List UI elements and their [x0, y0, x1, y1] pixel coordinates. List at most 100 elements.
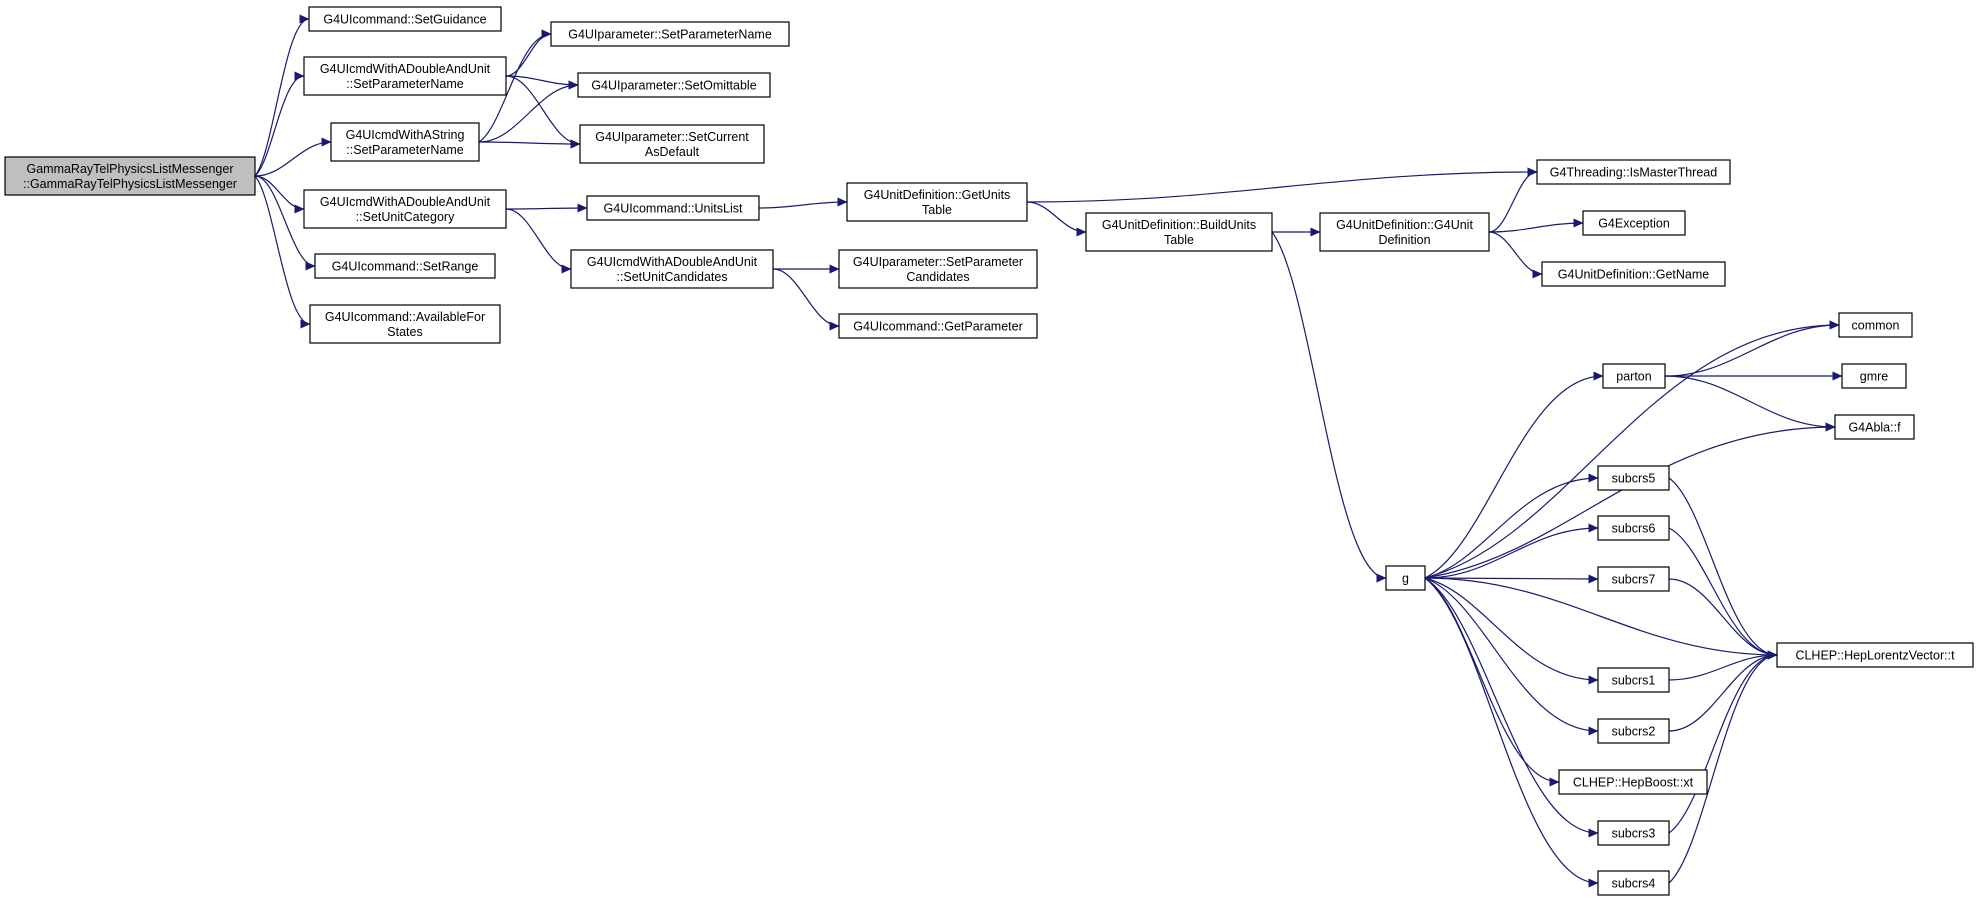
node-g4Exception[interactable]: G4Exception — [1582, 210, 1686, 236]
node-box-parton[interactable] — [1602, 363, 1666, 389]
edge-subcrs4-to-hepLorentzT — [1668, 650, 1778, 884]
node-box-subcrs7[interactable] — [1597, 566, 1670, 592]
node-box-unitsList[interactable] — [586, 195, 760, 221]
node-parton[interactable]: parton — [1602, 363, 1666, 389]
edge-root-to-setRange — [254, 175, 316, 271]
node-box-setRange[interactable] — [314, 253, 496, 279]
node-label-common-line1: common — [1852, 319, 1900, 333]
node-subcrs6[interactable]: subcrs6 — [1597, 515, 1670, 541]
node-box-availableForStates[interactable] — [309, 304, 501, 344]
node-box-dblUnitSetParamName[interactable] — [303, 56, 507, 96]
node-root[interactable]: GammaRayTelPhysicsListMessenger::GammaRa… — [4, 156, 256, 196]
node-label-ablaF-line1: G4Abla::f — [1848, 421, 1901, 435]
node-label-dblUnitSetParamName-line2: ::SetParameterName — [346, 77, 463, 91]
node-common[interactable]: common — [1838, 312, 1913, 338]
node-subcrs2[interactable]: subcrs2 — [1597, 718, 1670, 744]
node-box-subcrs1[interactable] — [1597, 667, 1670, 693]
edge-g-to-subcrs2 — [1424, 577, 1599, 736]
node-label-g4UnitDefinitionCtor-line2: Definition — [1378, 233, 1430, 247]
node-box-paramSetOmittable[interactable] — [577, 72, 771, 98]
edge-g-to-subcrs5 — [1424, 473, 1599, 579]
node-dblUnitSetParamName[interactable]: G4UIcmdWithADoubleAndUnit::SetParameterN… — [303, 56, 507, 96]
node-box-buildUnitsTable[interactable] — [1085, 212, 1273, 252]
node-box-hepLorentzT[interactable] — [1776, 642, 1974, 668]
edge-strSetParamName-to-paramSetCurrentAsDefault — [478, 139, 581, 149]
node-box-g[interactable] — [1385, 565, 1426, 591]
node-label-dblUnitSetUnitCategory-line2: ::SetUnitCategory — [356, 210, 455, 224]
node-box-paramSetParamCandidates[interactable] — [838, 249, 1038, 289]
edge-g-to-subcrs1 — [1424, 577, 1599, 685]
node-box-paramSetCurrentAsDefault[interactable] — [579, 124, 765, 164]
node-box-common[interactable] — [1838, 312, 1913, 338]
node-box-getUnitsTable[interactable] — [846, 182, 1028, 222]
node-getParameter[interactable]: G4UIcommand::GetParameter — [838, 313, 1038, 339]
node-box-strSetParamName[interactable] — [330, 122, 480, 162]
node-box-subcrs4[interactable] — [1597, 870, 1670, 896]
node-getName[interactable]: G4UnitDefinition::GetName — [1541, 261, 1726, 287]
node-box-g4Exception[interactable] — [1582, 210, 1686, 236]
node-box-isMasterThread[interactable] — [1536, 159, 1731, 185]
node-box-subcrs6[interactable] — [1597, 515, 1670, 541]
node-box-subcrs3[interactable] — [1597, 820, 1670, 846]
edge-parton-to-ablaF — [1664, 375, 1836, 432]
node-box-getParameter[interactable] — [838, 313, 1038, 339]
node-box-hepBoostXt[interactable] — [1558, 769, 1708, 795]
node-g4UnitDefinitionCtor[interactable]: G4UnitDefinition::G4UnitDefinition — [1319, 212, 1490, 252]
edge-subcrs7-to-hepLorentzT — [1668, 578, 1778, 660]
node-subcrs1[interactable]: subcrs1 — [1597, 667, 1670, 693]
node-box-subcrs5[interactable] — [1597, 465, 1670, 491]
node-subcrs4[interactable]: subcrs4 — [1597, 870, 1670, 896]
node-dblUnitSetUnitCategory[interactable]: G4UIcmdWithADoubleAndUnit::SetUnitCatego… — [303, 189, 507, 229]
node-hepLorentzT[interactable]: CLHEP::HepLorentzVector::t — [1776, 642, 1974, 668]
node-setUnitCandidates[interactable]: G4UIcmdWithADoubleAndUnit::SetUnitCandid… — [570, 249, 774, 289]
node-ablaF[interactable]: G4Abla::f — [1834, 414, 1915, 440]
node-setRange[interactable]: G4UIcommand::SetRange — [314, 253, 496, 279]
node-paramSetParamName[interactable]: G4UIparameter::SetParameterName — [550, 21, 790, 47]
node-isMasterThread[interactable]: G4Threading::IsMasterThread — [1536, 159, 1731, 185]
node-box-subcrs2[interactable] — [1597, 718, 1670, 744]
node-box-dblUnitSetUnitCategory[interactable] — [303, 189, 507, 229]
node-box-setUnitCandidates[interactable] — [570, 249, 774, 289]
node-unitsList[interactable]: G4UIcommand::UnitsList — [586, 195, 760, 221]
node-box-paramSetParamName[interactable] — [550, 21, 790, 47]
edge-root-to-strSetParamName — [254, 137, 332, 177]
edge-setUnitCandidates-to-getParameter — [772, 268, 840, 331]
node-box-getName[interactable] — [1541, 261, 1726, 287]
node-g[interactable]: g — [1385, 565, 1426, 591]
node-label-dblUnitSetParamName-line1: G4UIcmdWithADoubleAndUnit — [320, 62, 491, 76]
edge-dblUnitSetParamName-to-paramSetOmittable — [505, 75, 579, 90]
node-hepBoostXt[interactable]: CLHEP::HepBoost::xt — [1558, 769, 1708, 795]
node-label-subcrs2-line1: subcrs2 — [1612, 725, 1656, 739]
node-paramSetOmittable[interactable]: G4UIparameter::SetOmittable — [577, 72, 771, 98]
edge-g-to-subcrs4 — [1424, 577, 1599, 888]
edge-strSetParamName-to-paramSetOmittable — [478, 80, 579, 143]
edge-g4UnitDefinitionCtor-to-g4Exception — [1488, 218, 1584, 233]
node-box-gmre[interactable] — [1841, 363, 1907, 389]
node-subcrs7[interactable]: subcrs7 — [1597, 566, 1670, 592]
node-subcrs5[interactable]: subcrs5 — [1597, 465, 1670, 491]
node-box-ablaF[interactable] — [1834, 414, 1915, 440]
node-label-gmre-line1: gmre — [1860, 370, 1889, 384]
edge-subcrs6-to-hepLorentzT — [1668, 527, 1778, 660]
node-label-hepLorentzT-line1: CLHEP::HepLorentzVector::t — [1795, 649, 1955, 663]
node-label-getUnitsTable-line2: Table — [922, 203, 952, 217]
node-box-setGuidance[interactable] — [308, 6, 502, 32]
edge-g4UnitDefinitionCtor-to-getName — [1488, 231, 1543, 279]
edge-g-to-hepLorentzT — [1424, 577, 1778, 660]
node-gmre[interactable]: gmre — [1841, 363, 1907, 389]
node-strSetParamName[interactable]: G4UIcmdWithAString::SetParameterName — [330, 122, 480, 162]
node-label-paramSetCurrentAsDefault-line1: G4UIparameter::SetCurrent — [595, 130, 749, 144]
node-label-g-line1: g — [1402, 572, 1409, 586]
node-box-root[interactable] — [4, 156, 256, 196]
edge-subcrs3-to-hepLorentzT — [1668, 650, 1778, 834]
node-box-g4UnitDefinitionCtor[interactable] — [1319, 212, 1490, 252]
node-setGuidance[interactable]: G4UIcommand::SetGuidance — [308, 6, 502, 32]
node-subcrs3[interactable]: subcrs3 — [1597, 820, 1670, 846]
edge-g-to-subcrs3 — [1424, 577, 1599, 838]
